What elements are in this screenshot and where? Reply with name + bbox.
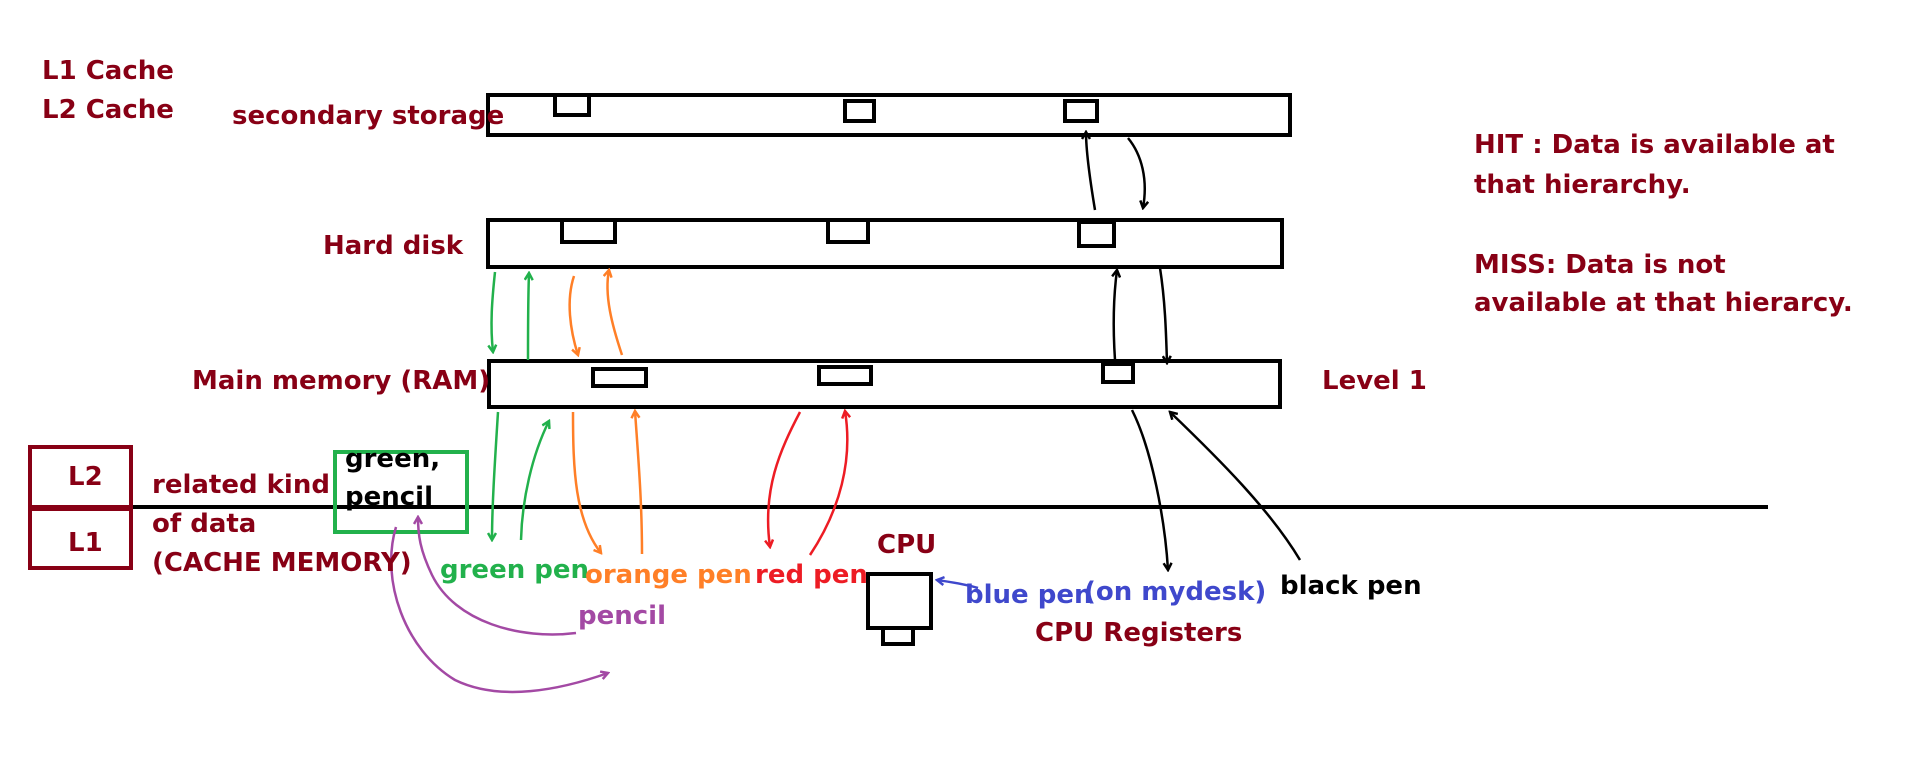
cpu-box [866,572,933,646]
red-arrow-up [808,411,847,556]
miss-definition-line1: MISS: Data is not [1474,250,1726,280]
orange-pen-label: orange pen [585,560,752,590]
green-arrow-up [519,421,549,541]
on-desk-label: (on mydesk) [1084,577,1267,607]
blue-pen-label: blue pen [965,580,1093,610]
main-memory-label: Main memory (RAM) [192,366,491,396]
data-block [560,218,617,244]
l1-box [28,507,133,570]
data-block [1063,99,1099,123]
l2-cache-label: L2 Cache [42,95,174,125]
hit-definition-line1: HIT : Data is available at [1474,130,1835,160]
black-arrow-up [1170,412,1302,561]
miss-definition-line2: available at that hierarcy. [1474,288,1853,318]
green-pen-label: green pen [440,555,590,585]
level-1-label: Level 1 [1322,366,1427,396]
black-arrow-down [1127,137,1145,208]
data-block [1101,362,1135,384]
cache-level-boxes [28,445,133,570]
orange-arrow-down [568,275,578,355]
l1-cache-label: L1 Cache [42,56,174,86]
black-arrow-up [1086,132,1097,211]
black-arrow-up [1114,270,1117,361]
black-pen-label: black pen [1280,571,1422,601]
related-data-line2: of data [152,509,257,539]
data-block [843,99,876,123]
purple-arrow-up [418,517,577,636]
orange-arrow-up [607,270,624,356]
data-block [1077,220,1116,248]
secondary-storage-label: secondary storage [232,101,505,131]
pencil-label: pencil [578,601,666,631]
orange-arrow-up [635,411,644,555]
green-box-text-line2: pencil [345,482,433,512]
data-block [826,218,870,244]
hard-disk-label: Hard disk [323,231,464,261]
data-block [553,93,591,117]
orange-arrow-down [571,411,601,553]
l2-box-label: L2 [68,462,103,492]
hit-definition-line2: that hierarchy. [1474,170,1691,200]
data-block [817,365,873,386]
cache-memory-label: (CACHE MEMORY) [152,548,412,578]
black-arrow-down [1158,267,1167,363]
black-arrow-down [1130,409,1168,570]
hard-disk-bar [486,218,1284,269]
purple-arrow-out [389,526,608,694]
red-arrow-down [768,411,802,547]
green-cache-box [333,450,469,534]
green-arrow-down [492,411,500,540]
secondary-storage-bar [486,93,1292,137]
cpu-label: CPU [877,530,937,560]
red-pen-label: red pen [755,560,868,590]
green-arrow-up [528,273,529,361]
data-block [591,367,648,388]
green-box-text-line1: green, [345,444,441,474]
related-data-line1: related kind [152,470,330,500]
main-memory-bar [487,359,1282,409]
green-arrow-down [492,271,495,352]
l1-box-label: L1 [68,528,103,558]
cpu-registers-label: CPU Registers [1035,618,1243,648]
blue-arrow-to-cpu [937,580,979,590]
